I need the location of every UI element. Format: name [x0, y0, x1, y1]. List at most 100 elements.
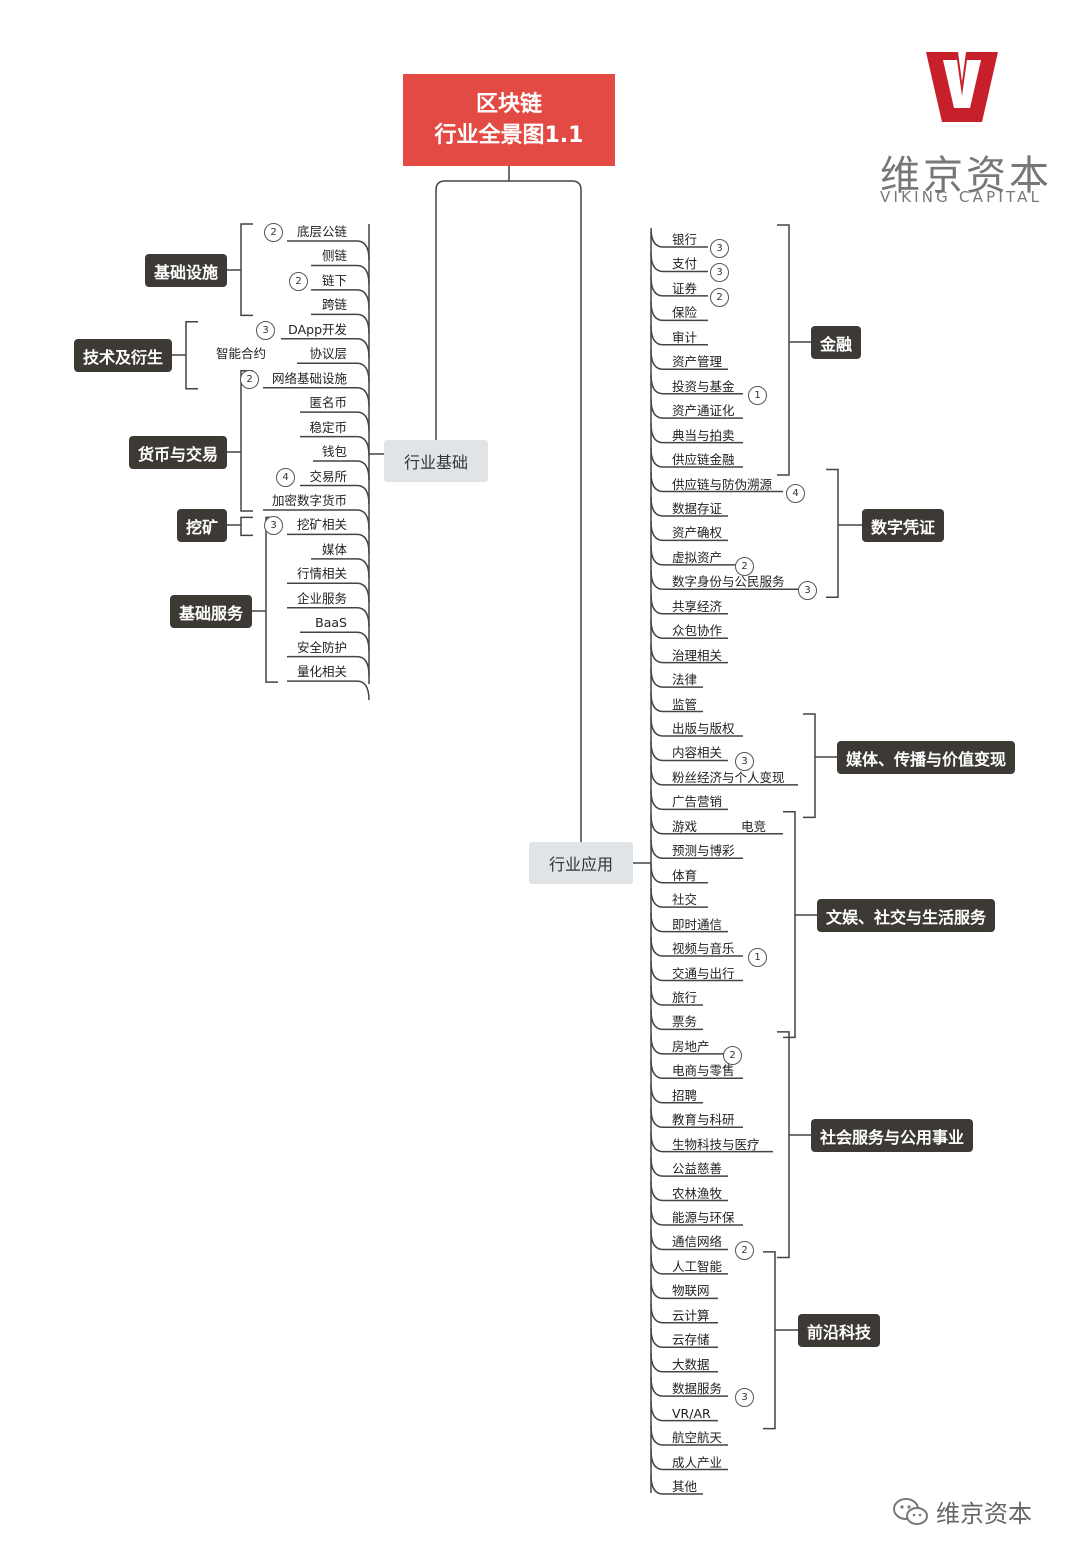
- connector-line: [650, 1450, 728, 1471]
- left-leaf-0: 底层公链: [296, 224, 347, 239]
- right-group-5: 前沿科技: [798, 1314, 881, 1347]
- right-leaf-47: 数据服务: [672, 1381, 723, 1397]
- connector-line: [650, 1426, 728, 1446]
- connector-line: [650, 227, 708, 248]
- connector-line: [650, 668, 703, 688]
- right-group-3: 文娱、社交与生活服务: [817, 899, 996, 932]
- connector-line: [650, 1132, 773, 1153]
- right-leaf-29: 视频与音乐: [672, 941, 735, 957]
- left-leaf-15: 企业服务: [296, 590, 347, 606]
- connector-line: [650, 814, 783, 835]
- left-leaf-3: 跨链: [321, 297, 347, 313]
- connector-line: [783, 811, 817, 1039]
- right-badge-21: 3: [735, 752, 754, 772]
- wechat-icon: [893, 1498, 928, 1525]
- left-badge-4: 3: [256, 320, 275, 340]
- right-leaf-44: 云计算: [672, 1307, 710, 1323]
- connector-line: [435, 166, 582, 842]
- right-leaf-27: 社交: [672, 892, 698, 908]
- right-leaf-5: 资产管理: [672, 354, 723, 370]
- connector-line: [650, 1108, 743, 1128]
- left-badge-6: 2: [240, 369, 259, 389]
- right-group-4: 社会服务与公用事业: [811, 1119, 974, 1152]
- right-badge-47: 3: [735, 1388, 754, 1408]
- connector-line: [650, 1254, 728, 1275]
- right-leaf-50: 成人产业: [672, 1454, 723, 1470]
- left-leaf-17: 安全防护: [296, 639, 347, 655]
- left-badge-12: 3: [264, 516, 283, 536]
- right-leaf-39: 农林渔牧: [672, 1185, 723, 1201]
- title-line1: 区块链: [475, 92, 542, 117]
- right-leaf-15: 共享经济: [672, 598, 723, 614]
- right-leaf-4: 审计: [672, 329, 698, 345]
- logo-name-en: VIKING CAPITAL: [880, 188, 1043, 206]
- left-leaf-14: 行情相关: [296, 566, 347, 582]
- left-leaf-side-5: 智能合约: [216, 346, 267, 362]
- right-leaf-33: 房地产: [672, 1038, 710, 1054]
- connector-line: [287, 680, 370, 701]
- right-leaf-6: 投资与基金: [672, 378, 735, 394]
- right-leaf-42: 人工智能: [672, 1258, 723, 1274]
- right-leaf-31: 旅行: [672, 989, 698, 1005]
- left-group-4: 基础服务: [169, 595, 252, 628]
- connector-line: [650, 1328, 718, 1348]
- title-line2: 行业全景图1.1: [434, 123, 584, 148]
- connector-line: [650, 1303, 718, 1324]
- connector-line: [650, 374, 743, 395]
- logo-name-cn: 维京资本: [880, 153, 1052, 199]
- left-group-2: 货币与交易: [128, 436, 227, 469]
- connector-line: [777, 1031, 811, 1259]
- connector-line: [650, 643, 728, 664]
- right-leaf-41: 通信网络: [672, 1234, 723, 1250]
- connector-line: [650, 496, 728, 517]
- right-leaf-22: 粉丝经济与个人变现: [672, 769, 785, 785]
- connector-line: [650, 716, 743, 737]
- right-leaf-26: 体育: [672, 867, 698, 883]
- right-leaf-37: 生物科技与医疗: [672, 1136, 760, 1152]
- right-leaf-28: 即时通信: [672, 916, 723, 932]
- left-leaf-4: DApp开发: [288, 321, 347, 337]
- connector-line: [650, 448, 743, 468]
- connector-line: [650, 301, 708, 322]
- right-leaf-40: 能源与环保: [672, 1210, 735, 1225]
- left-leaf-13: 媒体: [321, 541, 347, 557]
- right-leaf-43: 物联网: [672, 1283, 710, 1299]
- connector-line: [650, 1230, 728, 1251]
- connector-line: [650, 276, 708, 297]
- right-leaf-32: 票务: [672, 1014, 698, 1030]
- connector-line: [650, 863, 708, 884]
- connector-line: [172, 321, 198, 390]
- right-leaf-1: 支付: [672, 256, 698, 272]
- right-leaf-3: 保险: [672, 305, 698, 321]
- right-leaf-11: 数据存证: [672, 500, 723, 516]
- right-leaf-17: 治理相关: [672, 647, 723, 663]
- right-leaf-20: 出版与版权: [672, 721, 735, 736]
- connector-line: [650, 741, 728, 762]
- watermark-text: 维京资本: [936, 1500, 1032, 1528]
- right-leaf-46: 大数据: [672, 1356, 710, 1372]
- right-leaf-10: 供应链与防伪溯源: [672, 476, 773, 492]
- connector-line: [650, 1279, 718, 1300]
- connector-line: [650, 912, 728, 933]
- right-leaf-7: 资产通证化: [672, 403, 735, 419]
- connector-line: [650, 839, 743, 859]
- connector-line: [826, 468, 862, 599]
- right-leaf-23: 广告营销: [672, 794, 723, 810]
- right-badge-14: 3: [798, 581, 817, 601]
- connector-line: [252, 516, 278, 683]
- right-leaf-21: 内容相关: [672, 745, 723, 761]
- right-leaf-36: 教育与科研: [672, 1112, 735, 1128]
- right-leaf-34: 电商与零售: [672, 1063, 735, 1079]
- right-leaf-16: 众包协作: [672, 623, 723, 639]
- right-badge-33: 2: [723, 1045, 742, 1065]
- connector-line: [650, 1083, 703, 1104]
- connector-line: [763, 1251, 798, 1430]
- connector-line: [650, 1010, 703, 1031]
- right-badge-0: 3: [710, 239, 729, 258]
- right-leaf-9: 供应链金融: [672, 452, 735, 468]
- right-badge-1: 3: [710, 263, 729, 283]
- connector-line: [650, 692, 703, 713]
- connector-line: [650, 619, 728, 639]
- left-leaf-6: 网络基础设施: [271, 370, 347, 386]
- root-title: 区块链 行业全景图1.1: [403, 74, 615, 166]
